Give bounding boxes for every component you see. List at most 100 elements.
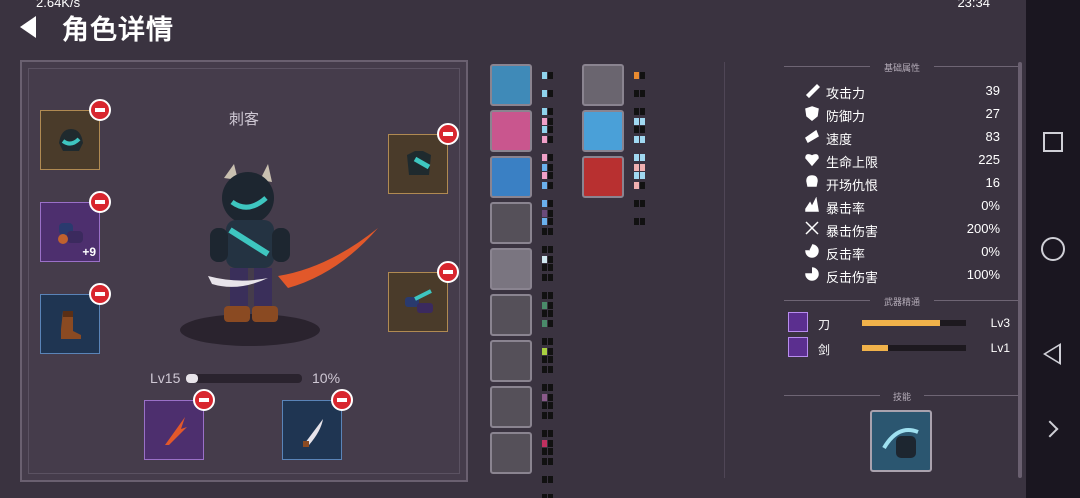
- weapon-type-icon: [788, 312, 808, 332]
- remove-armor-button[interactable]: [437, 123, 459, 145]
- attribute-name: 速度: [826, 132, 853, 147]
- heart-icon: [805, 154, 819, 167]
- skill-icon-12[interactable]: [582, 156, 624, 198]
- skill-icon-6[interactable]: [490, 294, 532, 336]
- attribute-name: 开场仇恨: [826, 178, 879, 193]
- crit-icon: [805, 197, 819, 212]
- skill-icon-3[interactable]: [490, 156, 532, 198]
- bracer-slot[interactable]: [388, 261, 459, 332]
- skill-icon-1[interactable]: [490, 64, 532, 106]
- attribute-row: 开场仇恨 16: [804, 172, 1004, 193]
- exp-bar-fill: [186, 374, 198, 383]
- skill-pips-7: [542, 344, 554, 416]
- weapon-name: 剑: [818, 343, 831, 357]
- attribute-name: 暴击率: [826, 201, 866, 216]
- skill-icon-11[interactable]: [582, 110, 624, 152]
- weapon-mastery-row: 刀 Lv3: [788, 312, 1014, 334]
- mastery-level: Lv3: [990, 316, 1010, 330]
- equipped-skill[interactable]: [870, 410, 932, 472]
- remove-helmet-button[interactable]: [89, 99, 111, 121]
- home-icon[interactable]: [1041, 237, 1065, 261]
- skill-pips-4: [542, 206, 554, 278]
- skill-icon-7[interactable]: [490, 340, 532, 382]
- page-title: 角色详情: [62, 14, 174, 45]
- exp-bar: [186, 374, 302, 383]
- armor-icon: [407, 151, 431, 175]
- attribute-name: 防御力: [826, 109, 866, 124]
- weapon-mastery-header: 武器精通: [780, 295, 1024, 308]
- remove-off-weapon-button[interactable]: [331, 389, 353, 411]
- weapon-type-icon: [788, 337, 808, 357]
- skill-icon-9[interactable]: [490, 432, 532, 474]
- character-sprite: [180, 164, 378, 346]
- off-weapon-slot[interactable]: [282, 389, 353, 460]
- chevron-right-icon[interactable]: [1041, 420, 1059, 438]
- character-panel: 刺客 +9 Lv15: [20, 60, 468, 482]
- attribute-value: 39: [985, 83, 1000, 98]
- remove-gloves-button[interactable]: [89, 191, 111, 213]
- skill-icon-4[interactable]: [490, 202, 532, 244]
- skill-pips-3: [542, 160, 554, 232]
- recent-apps-icon[interactable]: [1043, 132, 1063, 152]
- skill-icon-8[interactable]: [490, 386, 532, 428]
- mastery-bar-fill: [862, 320, 940, 326]
- attribute-row: 防御力 27: [804, 103, 1004, 124]
- mastery-bar: [862, 345, 966, 351]
- speed-icon: [805, 129, 819, 144]
- skill-pips-12: [634, 160, 646, 232]
- remove-boots-button[interactable]: [89, 283, 111, 305]
- helmet-icon: [59, 129, 83, 151]
- skill-pips-2: [542, 114, 554, 186]
- weapon-name: 刀: [818, 318, 831, 332]
- mastery-bar: [862, 320, 966, 326]
- gloves-enhance-level: +9: [82, 245, 96, 259]
- dagger-icon: [303, 419, 323, 447]
- back-arrow-icon[interactable]: [20, 16, 36, 38]
- mastery-bar-fill: [862, 345, 888, 351]
- boots-slot[interactable]: [40, 283, 111, 354]
- gloves-slot[interactable]: +9: [40, 191, 111, 262]
- helmet-slot[interactable]: [40, 99, 111, 170]
- status-bar: 2.64K/s 23:34: [0, 0, 1030, 10]
- armor-slot[interactable]: [388, 123, 459, 194]
- attribute-value: 83: [985, 129, 1000, 144]
- skill-icon-5[interactable]: [490, 248, 532, 290]
- nav-back-icon[interactable]: [1043, 343, 1061, 365]
- skill-pips-10: [634, 68, 646, 140]
- attribute-value: 225: [978, 152, 1000, 167]
- bracer-icon: [405, 289, 433, 313]
- attribute-row: 生命上限 225: [804, 149, 1004, 170]
- counter-damage-icon: [805, 267, 819, 281]
- attribute-name: 反击率: [826, 247, 866, 262]
- counter-icon: [805, 244, 819, 258]
- attributes-scrollbar[interactable]: [1018, 62, 1022, 478]
- attribute-value: 0%: [981, 198, 1000, 213]
- header: 角色详情: [20, 10, 174, 45]
- attribute-value: 0%: [981, 244, 1000, 259]
- mastery-level: Lv1: [990, 341, 1010, 355]
- skill-pips-6: [542, 298, 554, 370]
- class-name: 刺客: [228, 111, 259, 128]
- panel-divider: [724, 62, 725, 478]
- remove-bracer-button[interactable]: [437, 261, 459, 283]
- skill-pips-11: [634, 114, 646, 186]
- remove-main-weapon-button[interactable]: [193, 389, 215, 411]
- main-weapon-slot[interactable]: [144, 389, 215, 460]
- skill-icon-10[interactable]: [582, 64, 624, 106]
- level-row: Lv15 10%: [150, 368, 350, 388]
- attribute-value: 27: [985, 106, 1000, 121]
- clock: 23:34: [957, 0, 990, 10]
- whirlwind-skill-icon: [882, 428, 919, 458]
- exp-percent: 10%: [312, 370, 341, 386]
- attribute-value: 16: [985, 175, 1000, 190]
- skills-header: 技能: [780, 390, 1024, 403]
- crossed-swords-icon: [805, 221, 819, 235]
- skull-icon: [806, 175, 818, 187]
- attribute-row: 暴击率 0%: [804, 195, 1004, 216]
- skill-icon-2[interactable]: [490, 110, 532, 152]
- skill-pips-1: [542, 68, 554, 140]
- level-label: Lv15: [150, 370, 181, 386]
- attribute-name: 生命上限: [826, 155, 879, 170]
- gloves-icon: [58, 223, 83, 244]
